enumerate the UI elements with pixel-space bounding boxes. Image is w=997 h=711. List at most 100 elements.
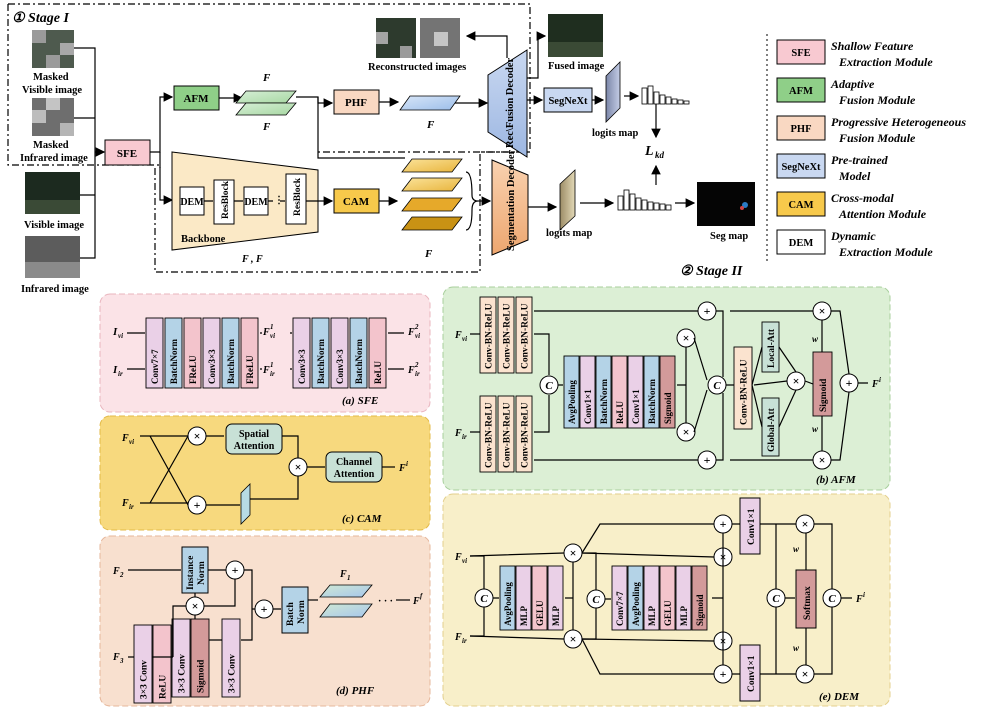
svg-text:I: I (112, 364, 118, 376)
phf-relu-label: ReLU (159, 675, 169, 699)
afm-mid-block-2-label: BatchNorm (599, 379, 609, 424)
dem-caption: (e) DEM (819, 691, 860, 703)
dem-conv1x1-bottom (739, 644, 761, 702)
reconstructed-images-label: Reconstructed images (368, 62, 466, 73)
stage2-region (154, 151, 530, 273)
dem-left-block-3-label: MLP (551, 606, 561, 626)
masked-infrared-image (32, 98, 74, 136)
dem-conv11-top-label: Conv1×1 (747, 508, 757, 545)
svg-text:+: + (720, 517, 727, 531)
svg-text:i: i (879, 376, 881, 384)
sfe-block-9-label: BatchNorm (354, 339, 364, 384)
svg-text:kd: kd (655, 150, 665, 160)
afm-cbr-bottom-0: Conv-BN-ReLU (479, 395, 497, 473)
sfe-block-1-label: BatchNorm (169, 339, 179, 384)
svg-text:F: F (262, 327, 270, 338)
svg-text:vi: vi (118, 332, 123, 340)
svg-text:×: × (683, 331, 690, 345)
sfe-block-1: BatchNorm (164, 317, 183, 389)
phf-caption: (d) PHF (336, 685, 375, 697)
svg-text:1: 1 (270, 361, 274, 369)
svg-text:ir: ir (118, 370, 123, 378)
legend-abbr: PHF (791, 124, 812, 135)
dem-mid-block-1: AvgPooling (627, 565, 644, 631)
f1-label: F (262, 72, 271, 84)
masked-infrared-label-2: Infrared image (20, 153, 88, 164)
svg-text:+: + (846, 376, 853, 390)
phf-block-label: PHF (345, 97, 367, 109)
svg-text:C: C (480, 593, 488, 605)
dem-softmax-label: Softmax (803, 586, 813, 620)
afm-cbr-top-0: Conv-BN-ReLU (479, 296, 497, 374)
afm-cbr-bottom-1: Conv-BN-ReLU (497, 395, 515, 473)
svg-text:×: × (192, 599, 199, 613)
afm-mid-block-6: Sigmoid (659, 355, 676, 429)
dem-conv1x1-top (739, 497, 761, 555)
svg-text:+: + (704, 453, 711, 467)
sfe-block-5: FReLU (240, 317, 259, 389)
cam-caption: (c) CAM (342, 513, 383, 525)
sfe-block-10-label: ReLU (373, 361, 383, 384)
svg-text:+: + (261, 602, 268, 616)
resblock-1-label: ResBlock (221, 180, 231, 219)
afm-local-att: Local-Att (761, 321, 780, 373)
svg-text:F: F (407, 327, 415, 338)
legend-abbr: DEM (789, 238, 814, 249)
legend-desc-1: Pre-trained (831, 153, 889, 167)
svg-text:ir: ir (462, 433, 467, 441)
legend-abbr: SegNeXt (781, 162, 821, 173)
afm-block-label: AFM (183, 93, 209, 105)
phf-conv33-3: 3×3 Conv (221, 618, 241, 698)
svg-text:1: 1 (270, 323, 274, 331)
legend-desc-2: Fusion Module (838, 131, 916, 145)
sfe-block-8-label: Conv3×3 (335, 349, 345, 384)
phf-conv33-1-label: 3×3 Conv (140, 660, 150, 699)
afm-cbr-top-2: Conv-BN-ReLU (515, 296, 533, 374)
f1-plane (235, 90, 297, 104)
backbone-dem-2 (243, 186, 269, 216)
rec-decoder-label: Rec\Fusion Decoder (505, 58, 516, 148)
svg-text:1: 1 (347, 574, 351, 582)
svg-text:ir: ir (462, 637, 467, 645)
legend-desc-1: Progressive Heterogeneous (831, 115, 966, 129)
visible-image (25, 172, 80, 214)
f2-plane (235, 102, 297, 116)
instance-norm-l1: Instance (186, 556, 196, 590)
svg-text:F: F (454, 330, 462, 341)
phf-conv33-1: 3×3 Conv (133, 624, 153, 704)
lkd-label: L (644, 144, 654, 159)
masked-visible-label-2: Visible image (22, 85, 82, 96)
svg-text:⋮: ⋮ (274, 195, 284, 206)
afm-cbr-bottom-1-label: Conv-BN-ReLU (503, 402, 513, 468)
svg-text:F: F (121, 433, 129, 444)
sfe-block-7: BatchNorm (311, 317, 330, 389)
svg-text:C: C (713, 380, 721, 392)
svg-text:ir: ir (270, 370, 275, 378)
segnext-block (543, 87, 593, 113)
afm-mid-block-1-label: Conv1×1 (583, 389, 593, 424)
legend-desc-2: Extraction Module (838, 245, 933, 259)
svg-text:i: i (863, 591, 865, 599)
reconstructed-image-1 (376, 18, 416, 58)
svg-text:×: × (819, 453, 826, 467)
dem-mid-block-3: GELU (659, 565, 676, 631)
phf-sigmoid: Sigmoid (190, 618, 210, 698)
afm-mid-block-3-label: ReLU (615, 401, 625, 424)
afm-mid-block-5: BatchNorm (643, 355, 660, 429)
dem-mid-block-0-label: Conv7×7 (615, 591, 625, 626)
fused-image-label: Fused image (548, 61, 605, 72)
rec-fusion-decoder (487, 49, 528, 158)
legend-desc-2: Extraction Module (838, 55, 933, 69)
svg-text:+: + (194, 498, 201, 512)
visible-image-label: Visible image (24, 220, 84, 231)
phf-f3: F (112, 652, 120, 663)
svg-text:2: 2 (414, 323, 419, 331)
svg-text:×: × (194, 429, 201, 443)
sfe-block-3: Conv3×3 (202, 317, 221, 389)
spatial-attention-block (225, 423, 283, 455)
stage2-label: ② Stage II (680, 264, 743, 279)
afm-mid-block-5-label: BatchNorm (647, 379, 657, 424)
